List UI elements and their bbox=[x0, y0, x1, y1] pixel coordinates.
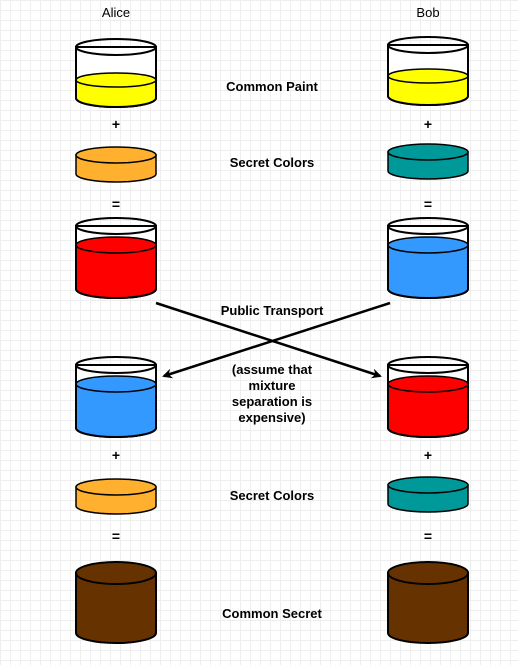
bob-equals-2: = bbox=[423, 528, 433, 544]
alice-plus-2: + bbox=[111, 447, 121, 463]
bob-label: Bob bbox=[416, 5, 440, 20]
bob-received-mixture-beaker-icon bbox=[387, 356, 469, 438]
assumption-line-2: mixture bbox=[248, 378, 296, 393]
common-secret-label: Common Secret bbox=[222, 606, 322, 621]
alice-received-mixture-beaker-icon bbox=[75, 356, 157, 438]
cross-arrow-icon bbox=[155, 301, 391, 379]
common-paint-label: Common Paint bbox=[226, 79, 318, 94]
alice-secret-color-disk-2-icon bbox=[75, 478, 157, 515]
bob-common-secret-cylinder-icon bbox=[387, 561, 469, 644]
bob-plus-1: + bbox=[423, 116, 433, 132]
alice-label: Alice bbox=[101, 5, 131, 20]
alice-equals-1: = bbox=[111, 196, 121, 212]
public-transport-label: Public Transport bbox=[220, 303, 324, 318]
assumption-line-4: expensive) bbox=[238, 410, 306, 425]
alice-secret-color-disk-icon bbox=[75, 146, 157, 183]
alice-mixture-beaker-icon bbox=[75, 217, 157, 299]
arrow-bob-to-alice bbox=[162, 301, 391, 379]
bob-mixture-beaker-icon bbox=[387, 217, 469, 299]
secret-colors-bottom-label: Secret Colors bbox=[229, 488, 315, 503]
alice-common-paint-beaker-icon bbox=[75, 38, 157, 108]
bob-plus-2: + bbox=[423, 447, 433, 463]
bob-secret-color-disk-icon bbox=[387, 143, 469, 180]
bob-equals-1: = bbox=[423, 196, 433, 212]
alice-common-secret-cylinder-icon bbox=[75, 561, 157, 644]
assumption-line-1: (assume that bbox=[231, 362, 313, 377]
assumption-line-3: separation is bbox=[231, 394, 313, 409]
arrow-alice-to-bob bbox=[155, 301, 382, 379]
alice-plus-1: + bbox=[111, 116, 121, 132]
bob-common-paint-beaker-icon bbox=[387, 36, 469, 106]
alice-equals-2: = bbox=[111, 528, 121, 544]
secret-colors-top-label: Secret Colors bbox=[229, 155, 315, 170]
bob-secret-color-disk-2-icon bbox=[387, 476, 469, 513]
assumption-note: (assume that mixture separation is expen… bbox=[232, 362, 312, 426]
